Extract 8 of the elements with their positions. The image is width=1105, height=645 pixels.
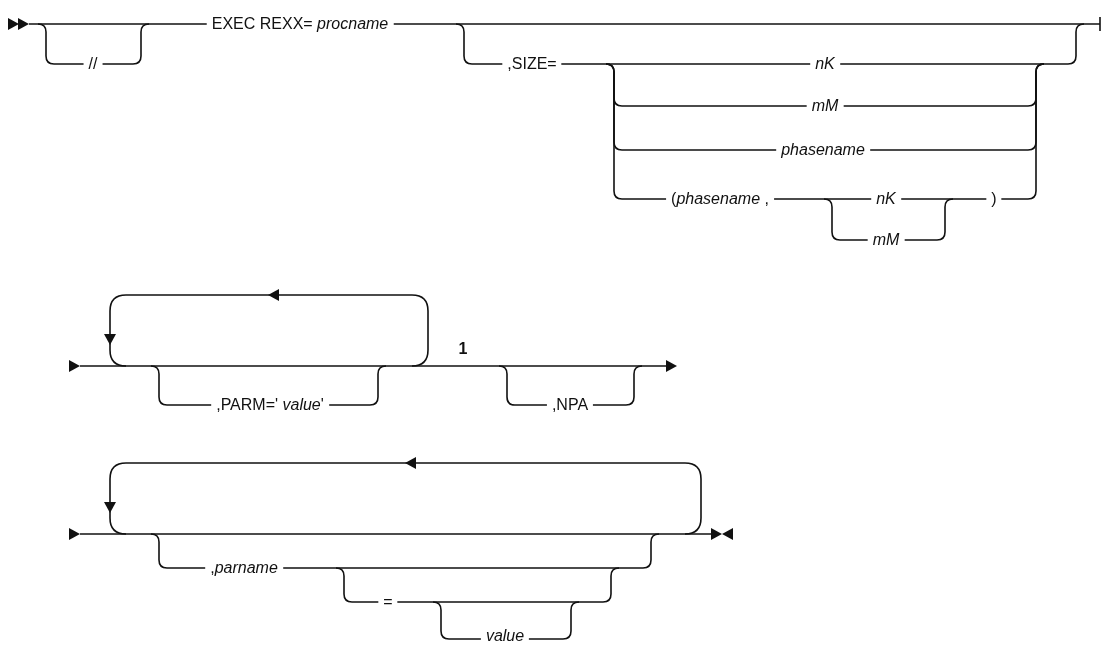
syntax-keyword: ,PARM=' value' xyxy=(211,396,329,414)
syntax-keyword: ,NPA xyxy=(546,396,594,414)
syntax-keyword: ) xyxy=(986,190,1002,208)
syntax-keyword: ,SIZE= xyxy=(502,55,562,73)
footnote-number: 1 xyxy=(457,340,469,358)
syntax-keyword: (phasename , xyxy=(666,190,774,208)
syntax-variable: phasename xyxy=(776,141,870,159)
syntax-keyword: EXEC REXX= procname xyxy=(206,15,394,33)
